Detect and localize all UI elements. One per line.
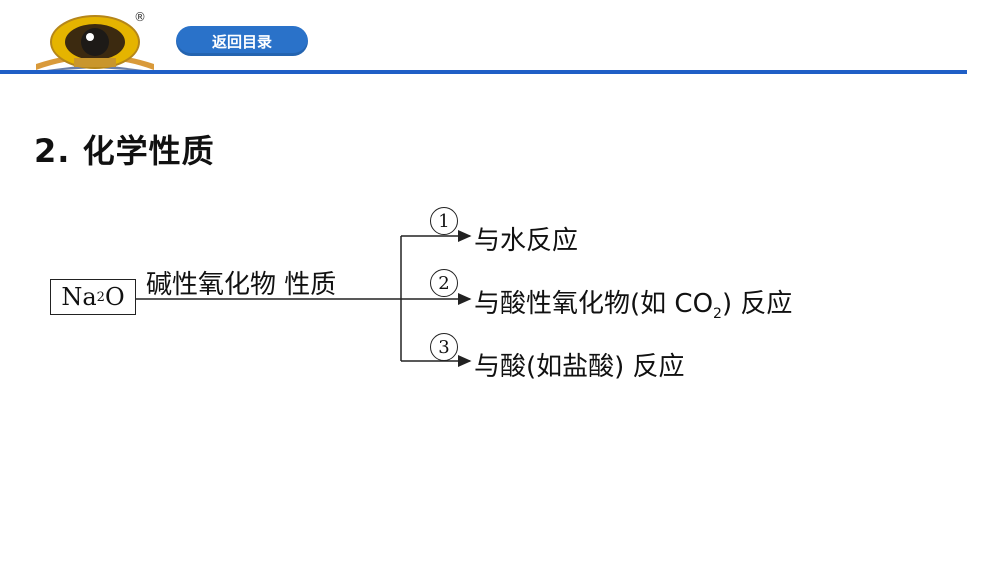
section-title: 2. 化学性质 bbox=[34, 132, 215, 170]
main-property-label: 碱性氧化物 性质 bbox=[146, 270, 337, 300]
branch-text-3: 与酸(如盐酸) 反应 bbox=[474, 352, 685, 382]
branch-text-2-after: ) 反应 bbox=[721, 289, 793, 319]
compound-subscript: 2 bbox=[96, 289, 105, 305]
compound-main: Na bbox=[61, 283, 97, 311]
branch-number-1: 1 bbox=[430, 207, 458, 235]
header-divider bbox=[0, 70, 967, 74]
compound-tail: O bbox=[104, 283, 125, 311]
logo-icon bbox=[30, 15, 160, 72]
branch-number-2: 2 bbox=[430, 269, 458, 297]
branch-text-1: 与水反应 bbox=[474, 226, 579, 256]
branch-number-3: 3 bbox=[430, 333, 458, 361]
branch-text-2-subscript: 2 bbox=[713, 306, 722, 323]
branch-text-2-before: 与酸性氧化物(如 CO bbox=[474, 289, 714, 319]
registered-mark: ® bbox=[134, 10, 146, 24]
back-to-contents-button[interactable]: 返回目录 bbox=[176, 26, 308, 56]
branch-text-2: 与酸性氧化物(如 CO2) 反应 bbox=[474, 283, 792, 322]
